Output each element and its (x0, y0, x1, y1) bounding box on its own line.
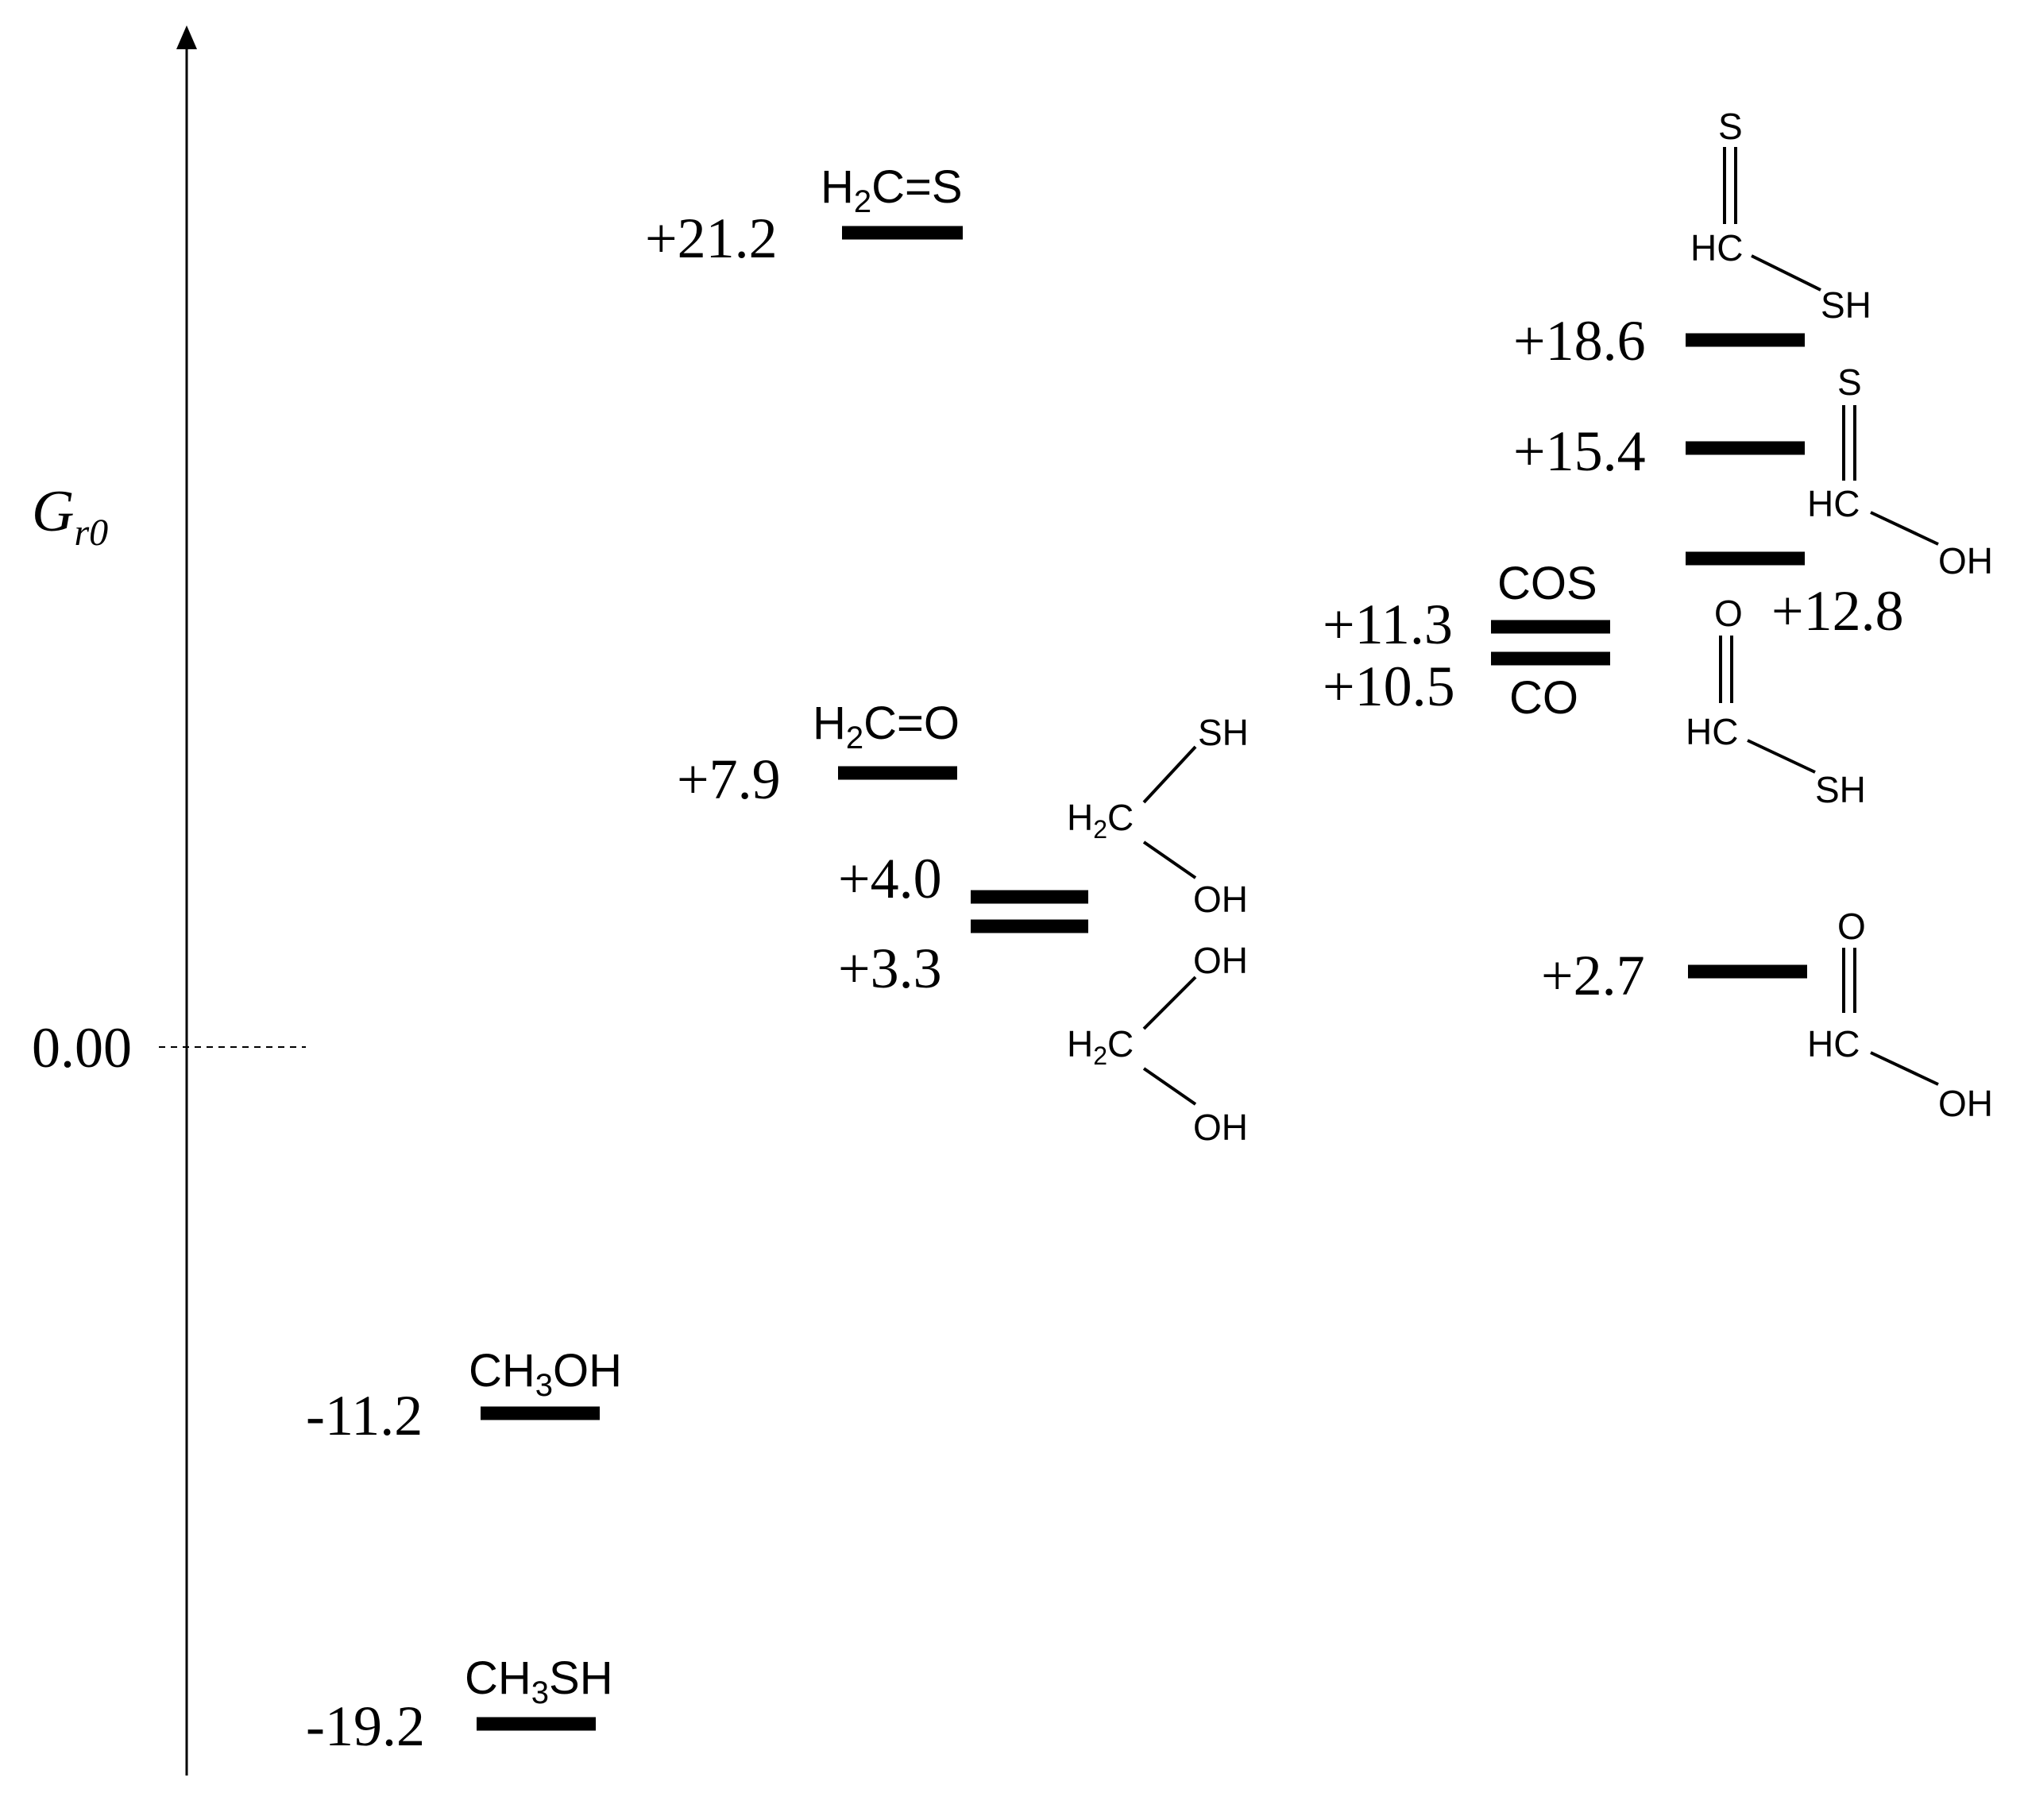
svg-text:O: O (1714, 593, 1743, 634)
svg-text:H2C: H2C (1067, 1023, 1134, 1070)
structure-hcs-sh: S HC SH (1690, 106, 1871, 326)
value-label-ch3oh: -11.2 (306, 1384, 423, 1447)
value-label-ch3sh: -19.2 (306, 1694, 425, 1758)
svg-text:O: O (1837, 906, 1866, 947)
value-label-cos: +11.3 (1323, 593, 1453, 656)
y-axis-label: Gr0 (32, 479, 108, 554)
species-label-ch3sh: CH3SH (465, 1652, 613, 1710)
species-label-cos: COS (1497, 558, 1597, 609)
svg-text:OH: OH (1193, 940, 1248, 981)
svg-text:H2C: H2C (1067, 797, 1134, 844)
structure-hco-oh: O HC OH (1807, 906, 1993, 1124)
value-label-h2co: +7.9 (677, 748, 781, 811)
value-label-hcs-sh: +18.6 (1513, 309, 1646, 373)
svg-text:HC: HC (1807, 1023, 1860, 1065)
y-axis-arrowhead (176, 25, 197, 49)
value-label-h2cs: +21.2 (645, 207, 778, 270)
svg-text:SH: SH (1815, 769, 1866, 810)
svg-text:HC: HC (1686, 711, 1738, 752)
svg-text:SH: SH (1821, 284, 1871, 326)
value-label-h2c-oh-oh: +3.3 (838, 937, 942, 1000)
value-label-h2c-sh-oh: +4.0 (838, 847, 942, 910)
species-label-ch3oh: CH3OH (469, 1345, 622, 1403)
value-label-co: +10.5 (1323, 655, 1455, 718)
species-label-co: CO (1509, 672, 1578, 724)
svg-text:OH: OH (1193, 1107, 1248, 1148)
svg-text:SH: SH (1198, 712, 1249, 753)
svg-text:OH: OH (1193, 879, 1248, 920)
svg-text:OH: OH (1938, 1083, 1993, 1124)
structure-h2c-oh-oh: OH H2C OH (1067, 940, 1248, 1148)
structure-hcs-oh: S HC OH (1807, 361, 1993, 582)
species-label-h2co: H2C=O (813, 697, 960, 755)
value-label-hco-sh: +12.8 (1771, 579, 1904, 643)
species-label-h2cs: H2C=S (821, 161, 963, 219)
zero-tick-label: 0.00 (32, 1016, 132, 1080)
structure-hco-sh: O HC SH (1686, 593, 1866, 810)
svg-text:HC: HC (1690, 227, 1743, 269)
svg-text:HC: HC (1807, 483, 1860, 524)
svg-text:S: S (1837, 361, 1862, 403)
value-label-hco-oh: +2.7 (1541, 944, 1645, 1007)
structure-h2c-sh-oh: SH H2C OH (1067, 712, 1249, 920)
svg-text:S: S (1718, 106, 1743, 147)
value-label-hcs-oh: +15.4 (1513, 419, 1646, 483)
svg-text:OH: OH (1938, 540, 1993, 582)
